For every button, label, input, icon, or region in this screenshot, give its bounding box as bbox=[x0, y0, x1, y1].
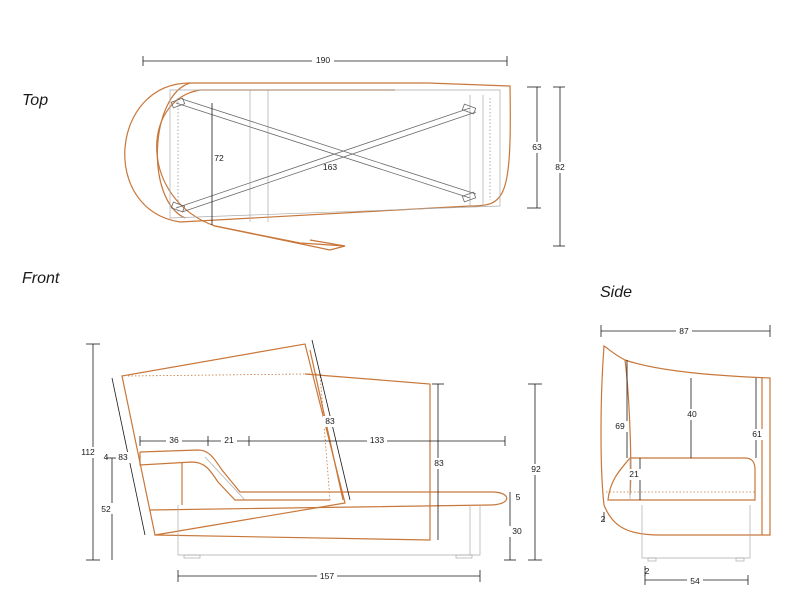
frame-cross-b bbox=[175, 107, 471, 209]
dim-side-rear: 61 bbox=[752, 429, 762, 439]
front-seat bbox=[139, 449, 508, 511]
top-view: 190 72 163 63 bbox=[124, 54, 567, 251]
front-view-title: Front bbox=[22, 270, 60, 287]
dim-side-leg: 2 bbox=[601, 514, 606, 524]
dim-top-width: 190 bbox=[316, 55, 330, 65]
top-shell-outline bbox=[124, 82, 511, 223]
dim-side-base-small: 2 bbox=[645, 566, 650, 576]
dim-front-total: 112 bbox=[81, 447, 95, 457]
dim-side-seat: 21 bbox=[629, 469, 639, 479]
top-view-title: Top bbox=[22, 92, 49, 109]
dim-front-overall: 92 bbox=[531, 464, 541, 474]
dim-side-width: 87 bbox=[679, 326, 689, 336]
side-shell-outline bbox=[600, 344, 771, 536]
front-backrest bbox=[121, 343, 346, 536]
side-view: 87 69 40 61 21 2 2 bbox=[600, 325, 771, 586]
dim-front-base: 157 bbox=[320, 571, 334, 581]
dim-top-inner: 63 bbox=[532, 142, 542, 152]
dim-side-base: 54 bbox=[690, 576, 700, 586]
dim-top-diagonal: 163 bbox=[323, 162, 337, 172]
dim-front-seat: 83 bbox=[325, 416, 335, 426]
dim-front-small: 4 bbox=[104, 452, 109, 462]
dim-top-frame: 72 bbox=[214, 153, 224, 163]
dim-front-lower: 52 bbox=[101, 504, 111, 514]
dim-front-seat-height: 30 bbox=[512, 526, 522, 536]
dim-front-arm: 83 bbox=[118, 452, 128, 462]
dim-front-seg2: 21 bbox=[224, 435, 234, 445]
frame-cross-a bbox=[175, 102, 471, 199]
dim-front-cushion: 5 bbox=[516, 492, 521, 502]
dim-front-back: 83 bbox=[434, 458, 444, 468]
dim-front-seg1: 36 bbox=[169, 435, 179, 445]
dim-front-seg3: 133 bbox=[370, 435, 384, 445]
dim-side-inner: 40 bbox=[687, 409, 697, 419]
dim-top-outer: 82 bbox=[555, 162, 565, 172]
side-view-title: Side bbox=[600, 284, 633, 301]
dim-side-back: 69 bbox=[615, 421, 625, 431]
side-seat bbox=[607, 457, 756, 501]
front-view: 112 52 4 83 83 83 36 21 133 bbox=[80, 339, 544, 582]
